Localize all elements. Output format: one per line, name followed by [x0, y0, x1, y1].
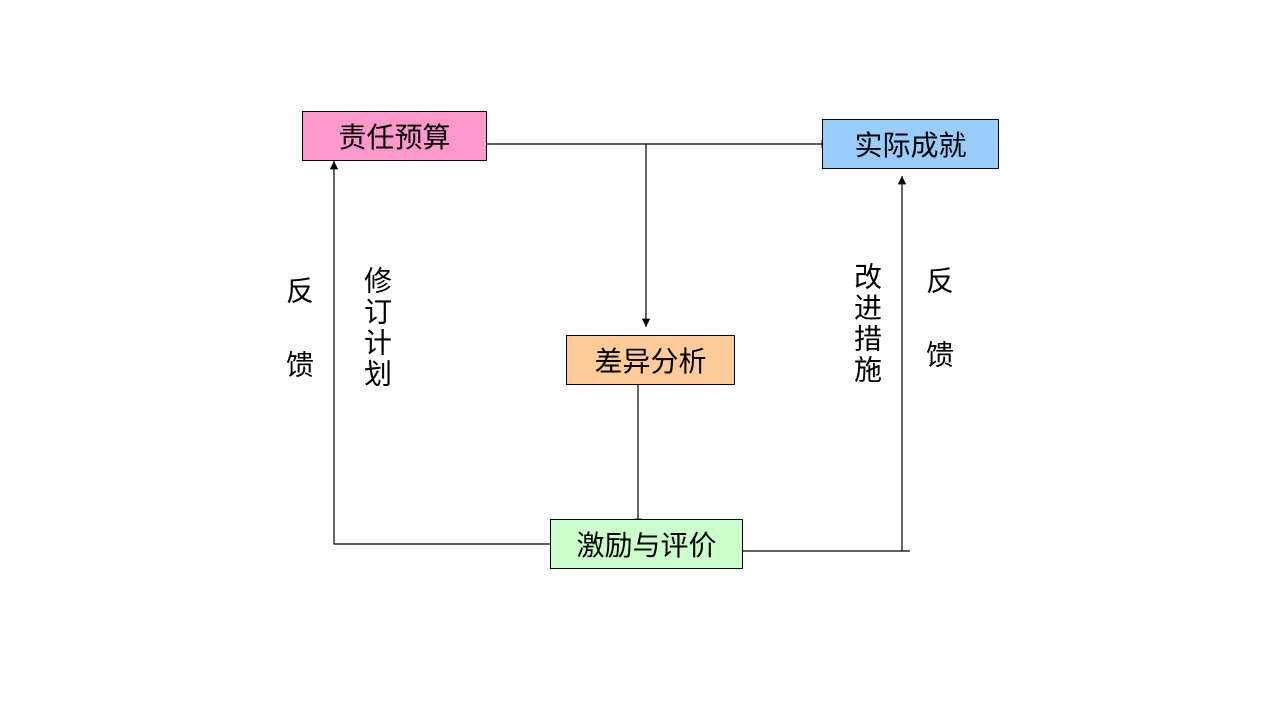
incentive-evaluation-node: 激励与评价: [550, 519, 743, 569]
feedback-right-label: 反馈: [922, 266, 955, 414]
budget-node: 责任预算: [302, 111, 487, 161]
feedback-left-label: 反馈: [282, 276, 315, 424]
actual-performance-node: 实际成就: [822, 119, 999, 169]
feedback-left-arrow: [329, 161, 557, 545]
revise-plan-label: 修订计划: [360, 266, 393, 390]
improve-measures-label: 改进措施: [850, 262, 883, 386]
variance-analysis-node: 差异分析: [566, 335, 735, 385]
